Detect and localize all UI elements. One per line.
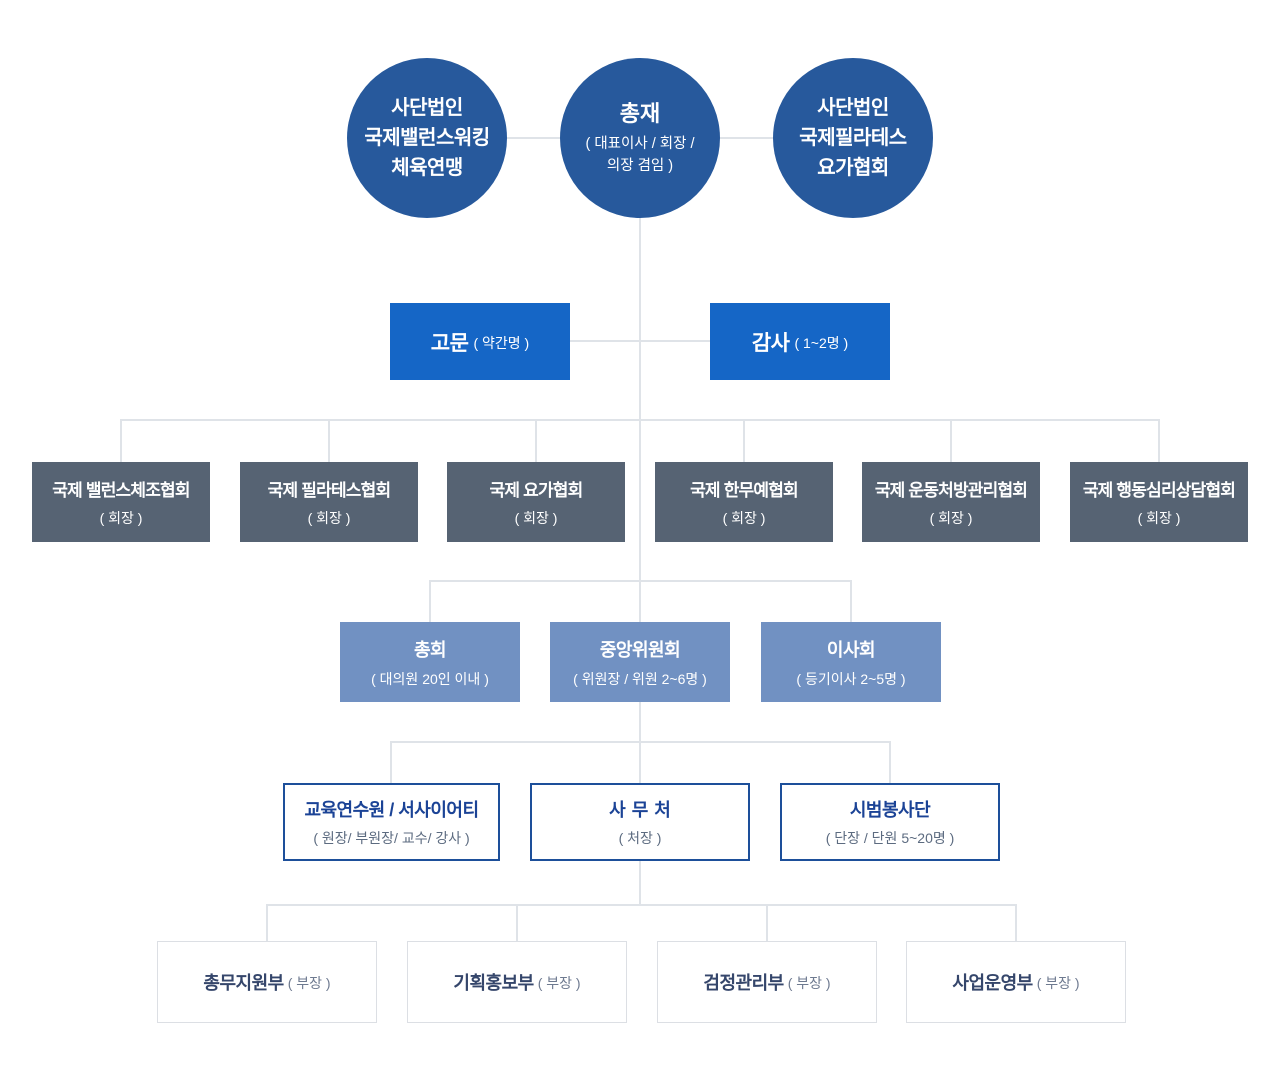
dept-general-affairs: 총무지원부 ( 부장 ) [157, 941, 377, 1023]
council-subtitle: ( 대의원 20인 이내 ) [371, 670, 489, 687]
connector-line [328, 419, 330, 462]
connector-line [889, 741, 891, 783]
association-subtitle: ( 회장 ) [1137, 510, 1181, 526]
association-subtitle: ( 회장 ) [307, 510, 351, 526]
president-title: 총재 [619, 101, 661, 126]
council-subtitle: ( 등기이사 2~5명 ) [796, 670, 906, 687]
dept-subtitle: ( 부장 ) [1036, 975, 1080, 991]
connector-line [950, 419, 952, 462]
circle-title-line: 체육연맹 [391, 157, 463, 179]
board-of-directors-node: 이사회 ( 등기이사 2~5명 ) [761, 622, 941, 702]
connector-line [850, 580, 852, 622]
connector-line [120, 419, 1160, 421]
president-subtitle-line: 의장 겸임 ) [606, 158, 674, 174]
dept-title: 총무지원부 [203, 973, 284, 993]
association-balance-gymnastics: 국제 밸런스체조협회 ( 회장 ) [32, 462, 210, 542]
president-subtitle-line: ( 대표이사 / 회장 / [585, 136, 695, 152]
central-committee-node: 중앙위원회 ( 위원장 / 위원 2~6명 ) [550, 622, 730, 702]
connector-line [639, 702, 641, 743]
dept-business-operations: 사업운영부 ( 부장 ) [906, 941, 1126, 1023]
association-title: 국제 한무예협회 [690, 481, 799, 500]
connector-line [1158, 419, 1160, 462]
demonstration-corps-node: 시범봉사단 ( 단장 / 단원 5~20명 ) [780, 783, 1000, 861]
dept-subtitle: ( 부장 ) [537, 975, 581, 991]
association-pilates: 국제 필라테스협회 ( 회장 ) [240, 462, 418, 542]
connector-line [639, 580, 641, 622]
training-institute-node: 교육연수원 / 서사이어티 ( 원장/ 부원장/ 교수/ 강사 ) [283, 783, 500, 861]
connector-line [120, 419, 122, 462]
association-subtitle: ( 회장 ) [929, 510, 973, 526]
advisor-title: 고문 [430, 331, 469, 355]
connector-line [266, 904, 1017, 906]
affiliate-pilates-yoga-association: 사단법인 국제필라테스 요가협회 [773, 58, 933, 218]
connector-line [639, 741, 641, 783]
connector-line [429, 580, 431, 622]
connector-line [390, 741, 392, 783]
connector-line [1015, 904, 1017, 941]
association-title: 국제 요가협회 [489, 481, 584, 500]
connector-line [570, 340, 710, 342]
association-subtitle: ( 회장 ) [99, 510, 143, 526]
circle-title-line: 국제밸런스워킹 [364, 127, 490, 149]
dept-title: 기획홍보부 [453, 973, 534, 993]
office-title: 시범봉사단 [849, 800, 931, 820]
office-title: 사무처 [609, 800, 677, 820]
connector-line [535, 419, 537, 462]
dept-title: 사업운영부 [952, 973, 1033, 993]
office-subtitle: ( 원장/ 부원장/ 교수/ 강사 ) [313, 830, 470, 846]
secretariat-node: 사무처 ( 처장 ) [530, 783, 750, 861]
circle-title-line: 사단법인 [391, 97, 463, 119]
association-behavior-psychology: 국제 행동심리상담협회 ( 회장 ) [1070, 462, 1248, 542]
advisor-node: 고문 ( 약간명 ) [390, 303, 570, 380]
connector-line [516, 904, 518, 941]
council-title: 총회 [413, 639, 447, 660]
association-exercise-prescription: 국제 운동처방관리협회 ( 회장 ) [862, 462, 1040, 542]
association-hanmuye: 국제 한무예협회 ( 회장 ) [655, 462, 833, 542]
connector-line [266, 904, 268, 941]
auditor-subtitle: ( 1~2명 ) [794, 335, 849, 351]
affiliate-balance-walking-federation: 사단법인 국제밸런스워킹 체육연맹 [347, 58, 507, 218]
association-title: 국제 행동심리상담협회 [1082, 481, 1236, 500]
advisor-subtitle: ( 약간명 ) [473, 335, 530, 351]
auditor-title: 감사 [751, 331, 790, 355]
office-subtitle: ( 단장 / 단원 5~20명 ) [825, 830, 955, 846]
circle-title-line: 국제필라테스 [799, 127, 907, 149]
connector-line [766, 904, 768, 941]
council-title: 이사회 [826, 639, 876, 660]
association-yoga: 국제 요가협회 ( 회장 ) [447, 462, 625, 542]
circle-title-line: 사단법인 [817, 97, 889, 119]
office-title: 교육연수원 / 서사이어티 [304, 800, 479, 820]
council-subtitle: ( 위원장 / 위원 2~6명 ) [573, 670, 707, 687]
association-title: 국제 밸런스체조협회 [52, 481, 190, 500]
president-node: 총재 ( 대표이사 / 회장 / 의장 겸임 ) [560, 58, 720, 218]
circle-title-line: 요가협회 [817, 157, 889, 179]
connector-line [639, 215, 641, 581]
dept-planning-pr: 기획홍보부 ( 부장 ) [407, 941, 627, 1023]
connector-line [743, 419, 745, 462]
council-title: 중앙위원회 [599, 639, 681, 660]
general-assembly-node: 총회 ( 대의원 20인 이내 ) [340, 622, 520, 702]
dept-subtitle: ( 부장 ) [287, 975, 331, 991]
auditor-node: 감사 ( 1~2명 ) [710, 303, 890, 380]
office-subtitle: ( 처장 ) [618, 830, 662, 846]
dept-certification: 검정관리부 ( 부장 ) [657, 941, 877, 1023]
dept-subtitle: ( 부장 ) [787, 975, 831, 991]
association-title: 국제 운동처방관리협회 [874, 481, 1028, 500]
connector-line [639, 861, 641, 906]
association-subtitle: ( 회장 ) [514, 510, 558, 526]
dept-title: 검정관리부 [703, 973, 784, 993]
association-subtitle: ( 회장 ) [722, 510, 766, 526]
association-title: 국제 필라테스협회 [267, 481, 391, 500]
